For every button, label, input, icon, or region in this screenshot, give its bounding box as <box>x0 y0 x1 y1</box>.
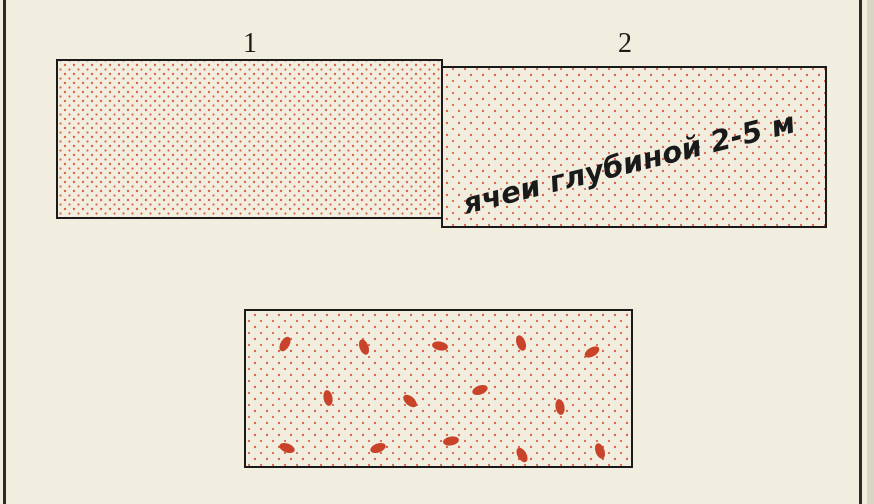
clump-10 <box>279 442 295 454</box>
page-border-right <box>859 0 862 504</box>
panel-2-cells: ячеи глубиной 2-5 м <box>441 66 827 228</box>
clump-4 <box>515 335 527 351</box>
clump-12 <box>443 436 459 446</box>
clump-11 <box>370 442 386 454</box>
clump-3 <box>432 341 448 351</box>
page-border-left <box>3 0 6 504</box>
clump-group <box>279 335 606 463</box>
page-edge <box>867 0 874 504</box>
clump-8 <box>472 384 488 396</box>
panel-number-1: 1 <box>243 28 257 59</box>
panel-number-2: 2 <box>618 28 632 59</box>
clump-1 <box>279 336 291 352</box>
clump-13 <box>516 447 528 463</box>
clump-6 <box>323 390 333 406</box>
clump-14 <box>594 443 606 459</box>
panel-1-uniform <box>56 59 443 219</box>
clump-5 <box>584 346 600 358</box>
clump-2 <box>358 339 370 355</box>
clump-7 <box>403 394 417 408</box>
clump-9 <box>555 399 565 415</box>
panel-clumped <box>244 309 633 468</box>
